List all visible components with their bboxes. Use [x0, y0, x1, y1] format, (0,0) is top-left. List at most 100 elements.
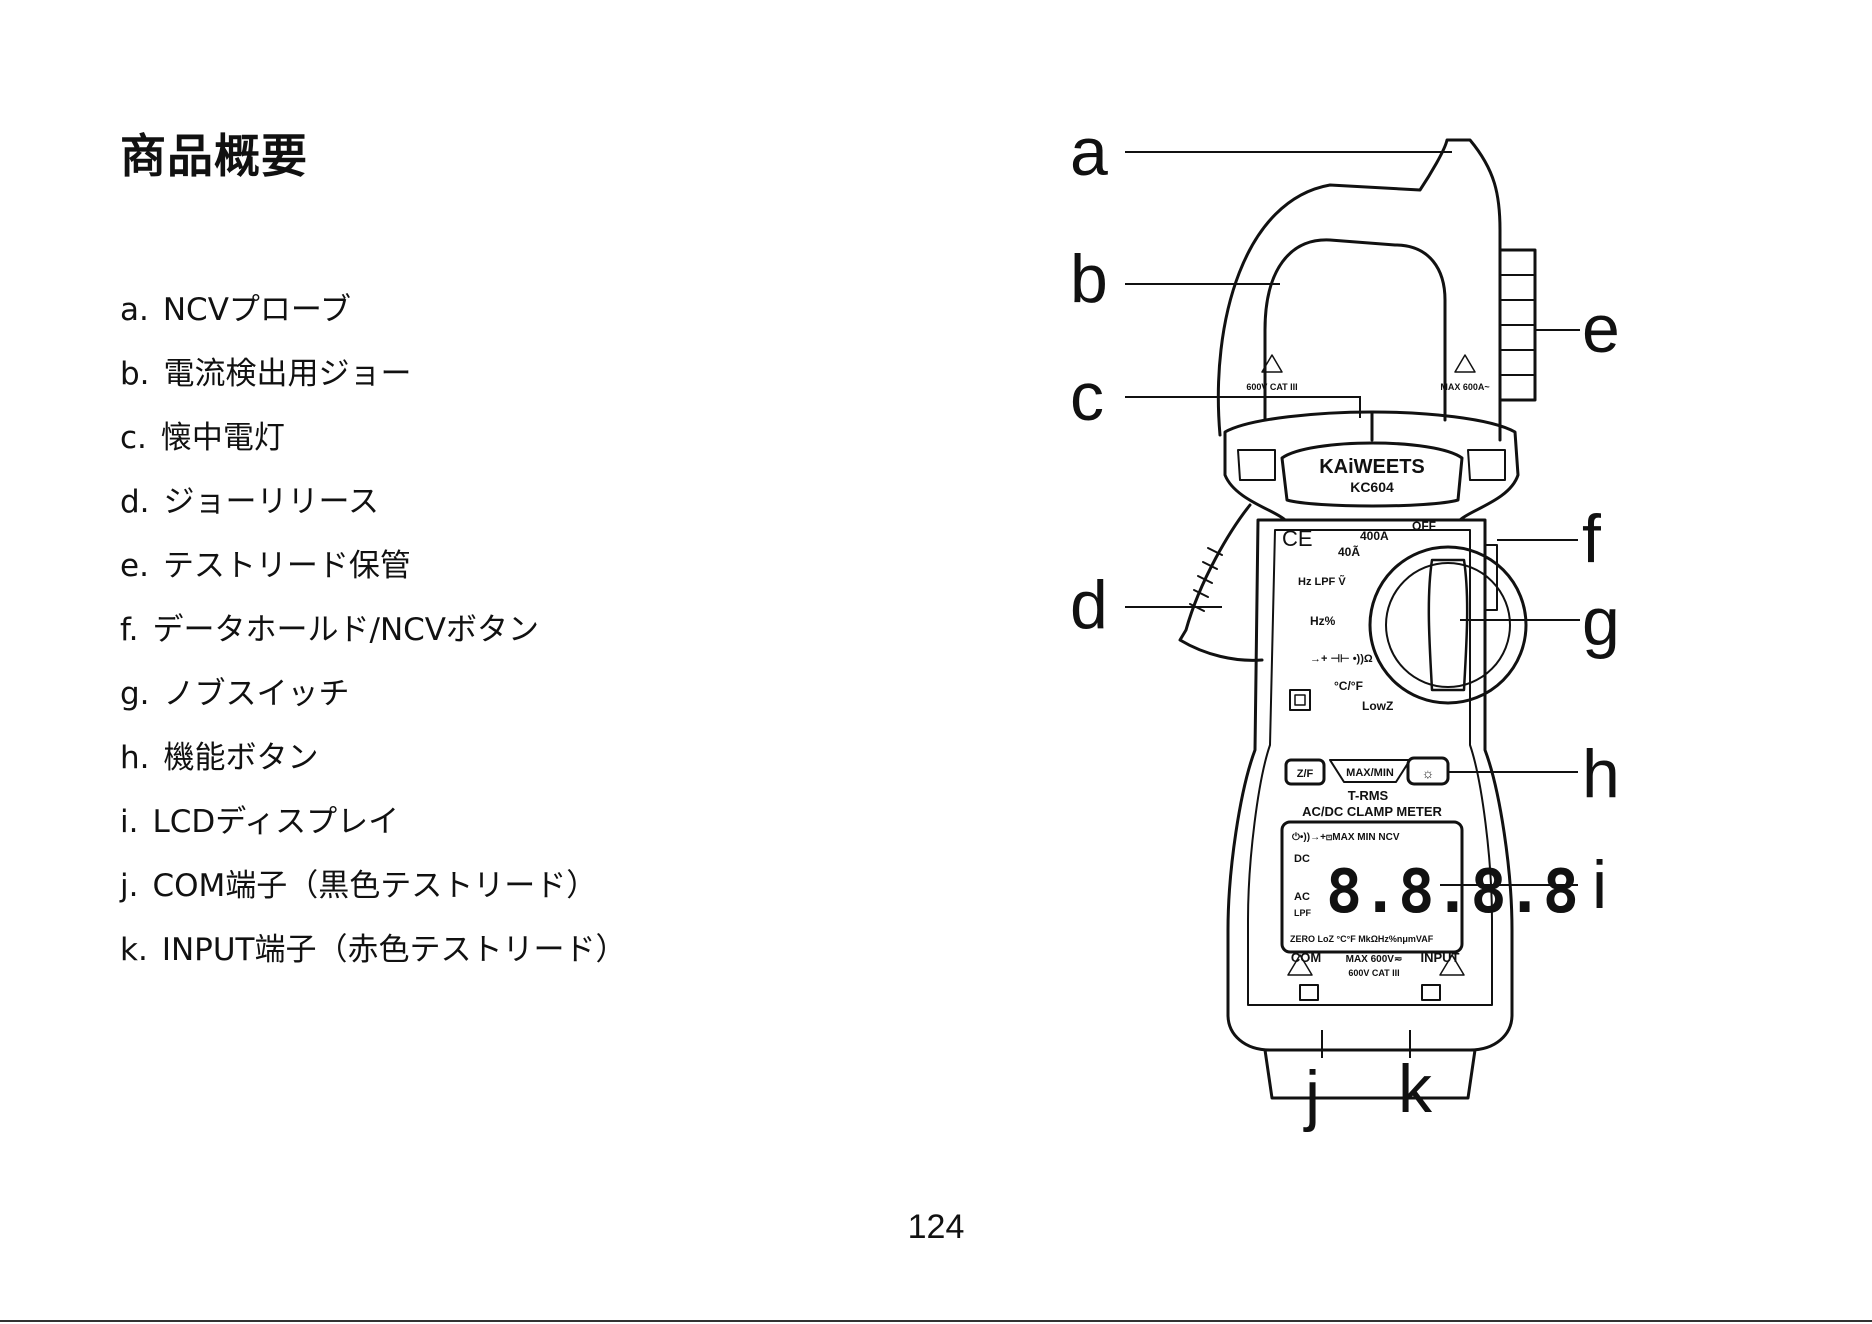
brand-plate: [1280, 441, 1464, 508]
trigger-ribs: [1189, 547, 1223, 612]
com-terminal-shape: [1299, 984, 1319, 1001]
callout-f: f: [1582, 501, 1601, 577]
list-item-key: d.: [120, 484, 150, 520]
device-model: KC604: [1350, 479, 1394, 495]
input-terminal-shape: [1421, 984, 1441, 1001]
list-item-key: b.: [120, 356, 150, 392]
cat-label: 600V CAT III: [1348, 968, 1399, 978]
dial-off: OFF: [1412, 519, 1436, 533]
jaw-outline: [1216, 138, 1502, 442]
jaw-warning-triangle-right: [1454, 354, 1476, 373]
lcd-top-row: ⏻•))→+⊡MAX MIN NCV: [1292, 831, 1400, 843]
list-item: k. INPUT端子（赤色テストリード）: [120, 918, 626, 982]
list-item-key: h.: [120, 740, 150, 776]
lcd-ac: AC: [1294, 891, 1310, 903]
list-item: h. 機能ボタン: [120, 726, 626, 790]
lcd-bottom-row: ZERO LoZ °C°F MkΩHz%nμmVAF: [1290, 934, 1434, 944]
list-item: g. ノブスイッチ: [120, 662, 626, 726]
list-item-label: テストリード保管: [162, 548, 411, 584]
head-vent-left: [1237, 449, 1276, 481]
base-outline: [1263, 1048, 1477, 1100]
jaw-inner: [1263, 238, 1447, 422]
callout-c: c: [1070, 359, 1104, 435]
trms-label: T-RMS: [1348, 788, 1389, 803]
callout-e: e: [1582, 291, 1620, 367]
meter-label: AC/DC CLAMP METER: [1302, 804, 1442, 819]
head-outline: [1223, 410, 1520, 522]
list-item-key: e.: [120, 548, 149, 584]
list-item-label: 懐中電灯: [160, 420, 285, 456]
page-number: 124: [907, 1208, 965, 1246]
jaw-release-trigger: [1178, 503, 1264, 662]
list-item-key: k.: [120, 932, 148, 968]
list-item-label: ジョーリリース: [163, 484, 379, 520]
list-item: e. テストリード保管: [120, 534, 626, 598]
list-item-label: LCDディスプレイ: [152, 804, 400, 840]
list-item-label: データホールド/NCVボタン: [152, 612, 540, 648]
callout-a: a: [1070, 114, 1108, 190]
list-item-label: NCVプローブ: [162, 292, 352, 328]
side-button: [1484, 544, 1498, 611]
callout-b: b: [1070, 241, 1108, 317]
callout-g: g: [1582, 584, 1620, 660]
rotary-dial: [1385, 562, 1511, 688]
list-item: j. COM端子（黒色テストリード）: [120, 854, 626, 918]
dial-hz-lpf-v: Hz LPF Ṽ: [1298, 575, 1346, 588]
list-item: a. NCVプローブ: [120, 278, 626, 342]
max-voltage-label: MAX 600V≂: [1346, 954, 1403, 965]
list-item-label: ノブスイッチ: [163, 676, 350, 712]
double-insulation-symbol-inner: [1294, 694, 1306, 706]
dial-40a: 40Ã: [1338, 544, 1360, 559]
zero-button: Z/F: [1297, 768, 1314, 780]
bottom-rule: [0, 1320, 1872, 1322]
callout-h: h: [1582, 736, 1620, 812]
zero-button-shape: [1284, 758, 1326, 786]
input-label: INPUT: [1421, 950, 1460, 965]
list-item: f. データホールド/NCVボタン: [120, 598, 626, 662]
rotary-dial-ring: [1368, 545, 1528, 705]
body-inner-panel: [1247, 529, 1493, 1006]
dial-lowz: LowZ: [1362, 699, 1393, 713]
callout-d: d: [1070, 567, 1108, 643]
warning-triangle-left: [1287, 954, 1313, 976]
lcd-digits: 8.8.8.8: [1326, 857, 1579, 927]
dial-diode-cap-ohm: →+ ⊣⊢ •))Ω: [1310, 652, 1373, 665]
callout-j: j: [1303, 1057, 1320, 1133]
warning-triangle-right: [1439, 954, 1465, 976]
callout-i: i: [1592, 847, 1607, 923]
list-item-key: i.: [120, 804, 139, 840]
list-item-key: c.: [120, 420, 147, 456]
list-item-label: 電流検出用ジョー: [163, 356, 412, 392]
device-brand: KAiWEETS: [1319, 456, 1425, 478]
list-item: d. ジョーリリース: [120, 470, 626, 534]
list-item-key: g.: [120, 676, 150, 712]
ce-mark: CE: [1282, 526, 1313, 551]
list-item-label: COM端子（黒色テストリード）: [152, 868, 598, 904]
list-item-label: 機能ボタン: [163, 740, 319, 776]
maxmin-button: MAX/MIN: [1346, 767, 1394, 779]
parts-list: a. NCVプローブ b. 電流検出用ジョー c. 懐中電灯 d. ジョーリリース e.…: [120, 278, 626, 982]
com-label: COM: [1291, 950, 1321, 965]
list-item-key: j.: [120, 868, 139, 904]
dial-400a: 400Ã: [1360, 528, 1389, 543]
list-item: b. 電流検出用ジョー: [120, 342, 626, 406]
clamp-meter-diagram: KAiWEETS KC604 600V CAT III MAX 600A~ CE…: [1070, 114, 1620, 1133]
jaw-left-rating: 600V CAT III: [1246, 382, 1297, 392]
callout-k: k: [1398, 1051, 1433, 1127]
list-item: i. LCDディスプレイ: [120, 790, 626, 854]
dial-hz-pct: Hz%: [1310, 614, 1336, 628]
maxmin-button-shape: [1329, 759, 1411, 783]
list-item-key: a.: [120, 292, 149, 328]
list-item-label: INPUT端子（赤色テストリード）: [161, 932, 627, 968]
head-vent-right: [1467, 449, 1506, 481]
light-button: ☼: [1422, 765, 1435, 781]
dial-knob: [1427, 558, 1469, 692]
list-item: c. 懐中電灯: [120, 406, 626, 470]
jaw-right-rating: MAX 600A~: [1440, 382, 1489, 392]
leader-line-c: [1125, 396, 1361, 418]
lcd-lpf: LPF: [1294, 908, 1312, 918]
lead-holder-slot: [1499, 274, 1536, 376]
list-item-key: f.: [120, 612, 139, 648]
double-insulation-symbol: [1289, 689, 1311, 711]
lcd-dc: DC: [1294, 853, 1310, 865]
